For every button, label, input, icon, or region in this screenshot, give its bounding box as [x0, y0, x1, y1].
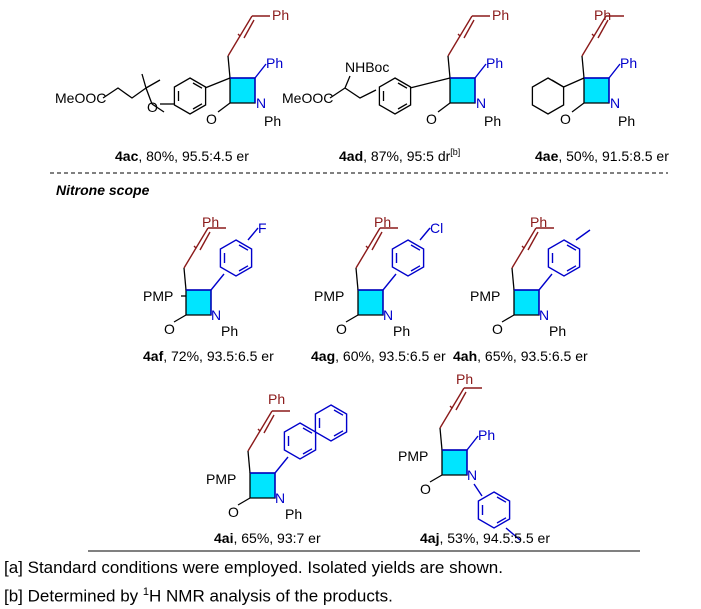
phenyl-label: Ph [492, 7, 509, 23]
footnote-b-superscript: 1 [142, 586, 150, 598]
oxygen-label: O [560, 111, 571, 127]
caption-4af: 4af, 72%, 93.5:6.5 er [143, 348, 274, 364]
oxygen-label: O [492, 321, 503, 337]
oxygen-label: O [336, 321, 347, 337]
pmp-label: PMP [398, 448, 428, 464]
compound-4ac-structure: MeOOC O Ph Ph N O Ph [55, 7, 289, 129]
compound-4ad-structure: MeOOC NHBoc Ph Ph N O Ph [282, 7, 509, 129]
nitrogen-label: N [610, 95, 620, 111]
phenyl-label: Ph [268, 391, 285, 407]
nitrogen-label: N [211, 307, 221, 323]
footnote-b: [b] Determined by 1H NMR analysis of the… [4, 582, 393, 607]
caption-4ac: 4ac, 80%, 95.5:4.5 er [115, 148, 249, 164]
footnote-b-text: [b] Determined by [4, 586, 143, 606]
compound-4af-structure: PMP Ph F N O Ph [143, 214, 267, 339]
nitrogen-label: N [275, 490, 285, 506]
oxygen-label: O [426, 111, 437, 127]
phenyl-label: Ph [393, 323, 410, 339]
phenyl-label: Ph [478, 427, 495, 443]
compound-4ag-structure: PMP Ph Cl N O Ph [314, 214, 443, 339]
phenyl-label: Ph [266, 55, 283, 71]
phenyl-label: Ph [202, 214, 219, 230]
nitrogen-label: N [467, 467, 477, 483]
nitrogen-label: N [256, 95, 266, 111]
pmp-label: PMP [314, 288, 344, 304]
ester-label: MeOOC [55, 90, 106, 106]
phenyl-label: Ph [620, 55, 637, 71]
oxygen-label: O [206, 111, 217, 127]
nitrogen-label: N [539, 307, 549, 323]
phenyl-label: Ph [374, 214, 391, 230]
oxygen-label: O [147, 99, 158, 115]
section-title: Nitrone scope [56, 182, 150, 198]
caption-4ad: 4ad, 87%, 95:5 dr[b] [339, 147, 460, 164]
phenyl-label: Ph [486, 55, 503, 71]
oxygen-label: O [164, 321, 175, 337]
nhboc-label: NHBoc [345, 59, 389, 75]
nitrogen-label: N [476, 95, 486, 111]
phenyl-label: Ph [285, 506, 302, 522]
phenyl-label: Ph [264, 113, 281, 129]
phenyl-label: Ph [618, 113, 635, 129]
compound-4ah-structure: PMP Ph N O Ph [470, 214, 591, 339]
caption-4ae: 4ae, 50%, 91.5:8.5 er [535, 148, 669, 164]
caption-4ah: 4ah, 65%, 93.5:6.5 er [453, 348, 588, 364]
caption-4aj: 4aj, 53%, 94.5:5.5 er [420, 530, 550, 546]
footnote-b-text-end: H NMR analysis of the products. [149, 586, 393, 606]
phenyl-label: Ph [594, 7, 611, 23]
oxygen-label: O [420, 481, 431, 497]
caption-4ai: 4ai, 65%, 93:7 er [214, 530, 321, 546]
compound-4ai-structure: PMP Ph N O Ph [206, 391, 348, 522]
chlorine-label: Cl [430, 220, 443, 236]
pmp-label: PMP [143, 288, 173, 304]
pmp-label: PMP [470, 288, 500, 304]
nitrogen-label: N [383, 307, 393, 323]
phenyl-label: Ph [272, 7, 289, 23]
compound-4aj-structure: PMP Ph Ph N O [398, 371, 521, 541]
pmp-label: PMP [206, 471, 236, 487]
phenyl-label: Ph [549, 323, 566, 339]
ester-label: MeOOC [282, 90, 333, 106]
caption-4ag: 4ag, 60%, 93.5:6.5 er [311, 348, 446, 364]
phenyl-label: Ph [484, 113, 501, 129]
phenyl-label: Ph [530, 214, 547, 230]
phenyl-label: Ph [221, 323, 238, 339]
footnote-a: [a] Standard conditions were employed. I… [4, 558, 503, 577]
phenyl-label: Ph [456, 371, 473, 387]
fluorine-label: F [258, 220, 267, 236]
compound-4ae-structure: Ph Ph N O Ph [531, 7, 637, 129]
oxygen-label: O [228, 504, 239, 520]
